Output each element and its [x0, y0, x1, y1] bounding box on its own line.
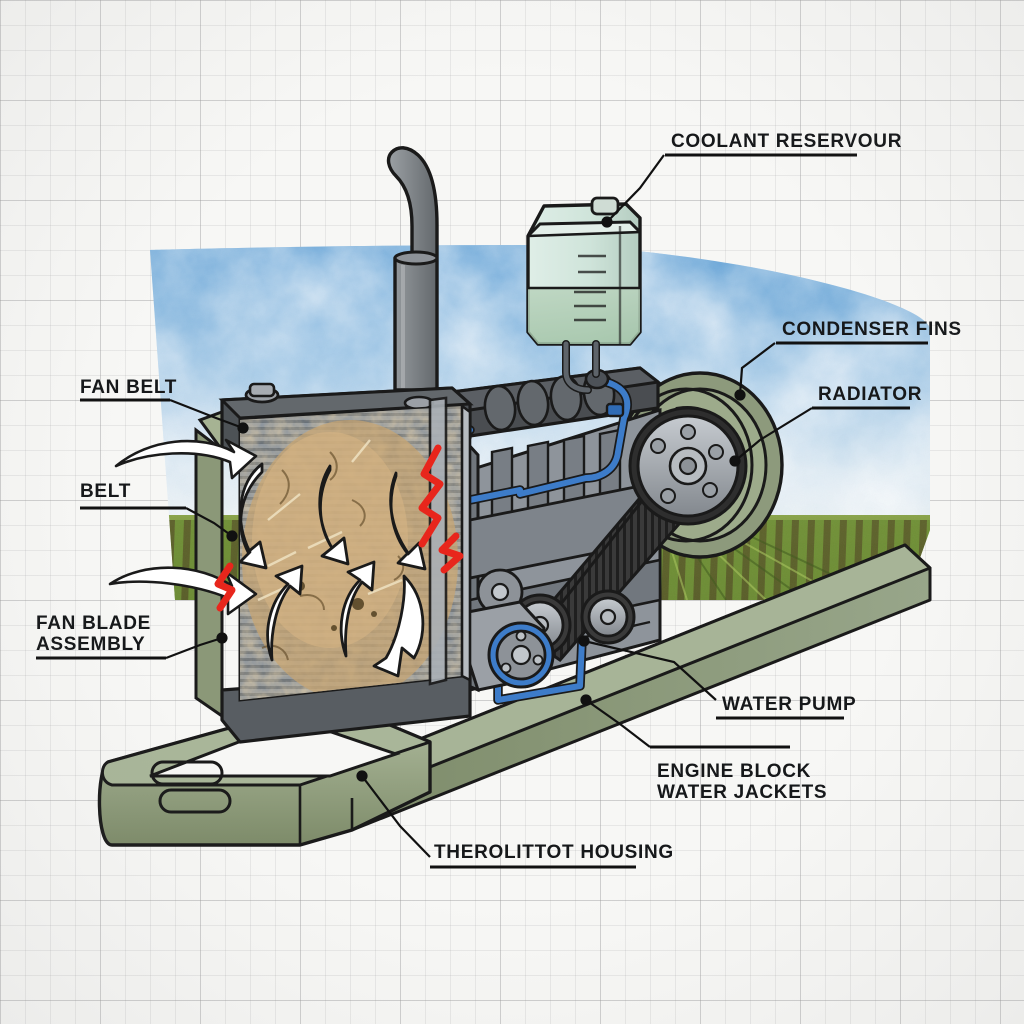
- label-radiator: RADIATOR: [818, 384, 923, 405]
- label-water-pump: WATER PUMP: [722, 694, 857, 715]
- label-fan-belt: FAN BELT: [80, 377, 178, 398]
- crank-pulley: [628, 406, 748, 526]
- label-fan-blade-assembly: FAN BLADE ASSEMBLY: [36, 613, 152, 655]
- chassis-frame: [97, 543, 932, 847]
- water-pump-part: [460, 600, 555, 692]
- leader-condenser-fins: [734, 342, 776, 401]
- leader-fan-blade-assembly: [165, 632, 228, 660]
- leader-lines: [165, 154, 813, 858]
- label-thermostat-housing: THEROLITTOT HOUSING: [434, 842, 674, 863]
- label-belt: BELT: [80, 481, 131, 502]
- label-engine-block-water-jackets: ENGINE BLOCK WATER JACKETS: [657, 761, 828, 803]
- exhaust-stack: [386, 146, 439, 392]
- airflow-arrows: [238, 462, 427, 678]
- radiator: [194, 382, 474, 744]
- leader-radiator: [729, 407, 813, 467]
- leader-fan-belt: [169, 398, 249, 434]
- tensioner-pulley: [580, 589, 636, 645]
- leader-thermostat: [356, 770, 431, 858]
- leader-coolant-reservour: [601, 154, 665, 228]
- leader-water-pump: [578, 635, 717, 701]
- leader-belt: [185, 507, 238, 542]
- label-condenser-fins: CONDENSER FINS: [782, 319, 962, 340]
- label-coolant-reservour: COOLANT RESERVOUR: [671, 131, 903, 152]
- leader-engine-block: [580, 694, 651, 748]
- heat-zigzags: [214, 444, 464, 612]
- label-underlines: [36, 153, 928, 869]
- coolant-reservour-part: [526, 196, 642, 394]
- belt-drive: [460, 406, 748, 692]
